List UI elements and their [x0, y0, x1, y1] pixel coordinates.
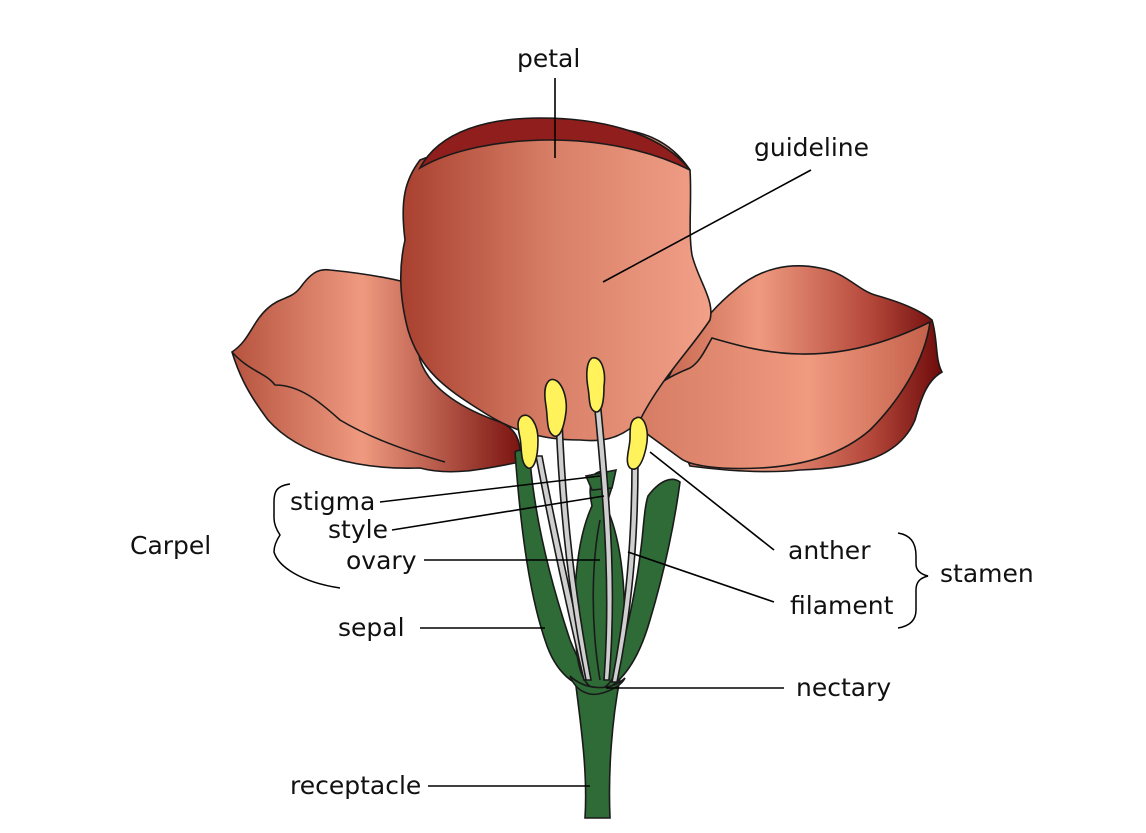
label-ovary: ovary — [346, 546, 417, 575]
filaments — [535, 399, 639, 683]
label-guideline: guideline — [754, 133, 869, 162]
center-petal — [399, 127, 712, 442]
carpel-brace — [273, 483, 341, 589]
receptacle-stem — [574, 677, 621, 819]
label-stigma: stigma — [290, 487, 375, 516]
left-petal — [231, 268, 522, 473]
label-nectary: nectary — [796, 673, 891, 702]
label-stamen: stamen — [940, 559, 1034, 588]
label-receptacle: receptacle — [290, 771, 421, 800]
anthers — [517, 357, 649, 470]
right-sepal — [603, 478, 681, 692]
label-filament: filament — [790, 591, 894, 620]
label-anther: anther — [788, 536, 871, 565]
label-sepal: sepal — [338, 613, 405, 642]
petal-rim — [417, 117, 691, 171]
label-carpel: Carpel — [130, 531, 211, 560]
leader-lines — [379, 78, 812, 787]
label-style: style — [328, 515, 388, 544]
label-petal: petal — [517, 44, 580, 73]
stamen-brace — [897, 532, 929, 629]
